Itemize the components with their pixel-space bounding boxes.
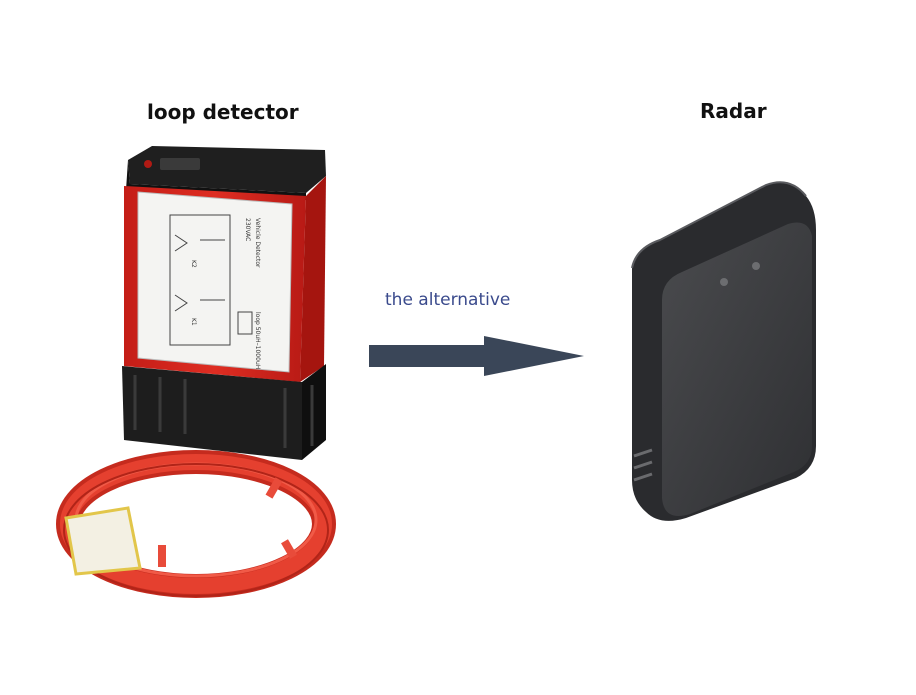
loop-detector-title: loop detector [147,100,299,124]
detector-socket-base [122,366,302,460]
loop-detector-device: Vehicle Detector 230VAC K2 K1 loop 50uH–… [122,146,326,460]
socket-ridges [133,375,314,448]
detector-side [300,176,326,382]
radar-sensor-dot [752,262,760,270]
detector-voltage: 230VAC [244,218,251,241]
loop-range-label: loop 50uH–1000uH [254,312,261,369]
cable-tag [64,506,142,576]
radar-front-face [662,222,812,516]
wiring-diagram-lines [169,214,253,346]
detector-heading: Vehicle Detector [254,218,261,268]
radar-vent-icon [633,448,653,482]
radar-sensor-dot [720,278,728,286]
detector-top-cap [128,146,326,193]
radar-title: Radar [700,99,767,123]
alternative-caption: the alternative [385,290,511,310]
alternative-arrow-icon [369,336,584,376]
radar-device [631,181,816,521]
status-led-icon [144,160,152,168]
relay-k2-label: K2 [190,260,197,268]
relay-k1-label: K1 [190,318,197,326]
wiring-diagram-label [137,191,293,373]
dip-switch-icon [160,158,200,170]
loop-cable-coil [56,450,336,598]
